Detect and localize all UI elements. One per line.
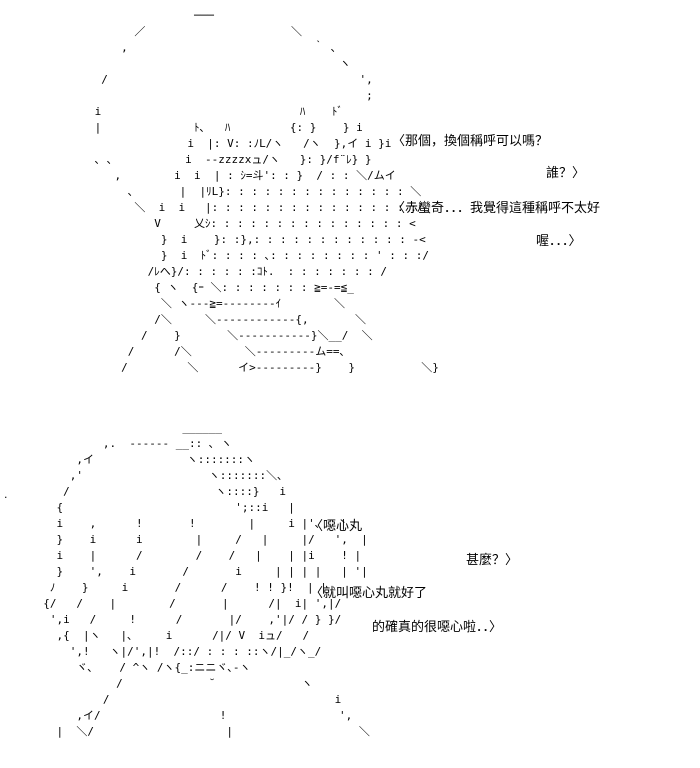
dialogue-line-3: 〈赤蠻奇．．．我覺得這種稱呼不太好	[392, 201, 601, 216]
ascii-art-character-bottom: ______ ,. ‐‐‐‐‐‐ __:: ､ ヽ ,イ ヽ:::::::ヽ ,…	[43, 421, 370, 738]
dialogue-line-2: 誰？〉	[546, 166, 586, 181]
stray-dot: ·	[4, 491, 8, 504]
dialogue-line-7: 〈就叫噁心丸就好了	[310, 586, 428, 601]
dialogue-line-1: 〈那個，換個稱呼可以嗎？	[392, 134, 549, 149]
dialogue-line-8: 的確真的很噁心啦．．〉	[372, 620, 503, 635]
dialogue-line-5: 〈噁心丸	[310, 519, 363, 534]
dialogue-line-4: 喔．．．〉	[536, 234, 582, 249]
dialogue-line-6: 甚麼？〉	[466, 553, 519, 568]
ascii-art-character-top: ─── ／ ＼ , ｀ ､ ヽ / ',	[94, 9, 439, 374]
